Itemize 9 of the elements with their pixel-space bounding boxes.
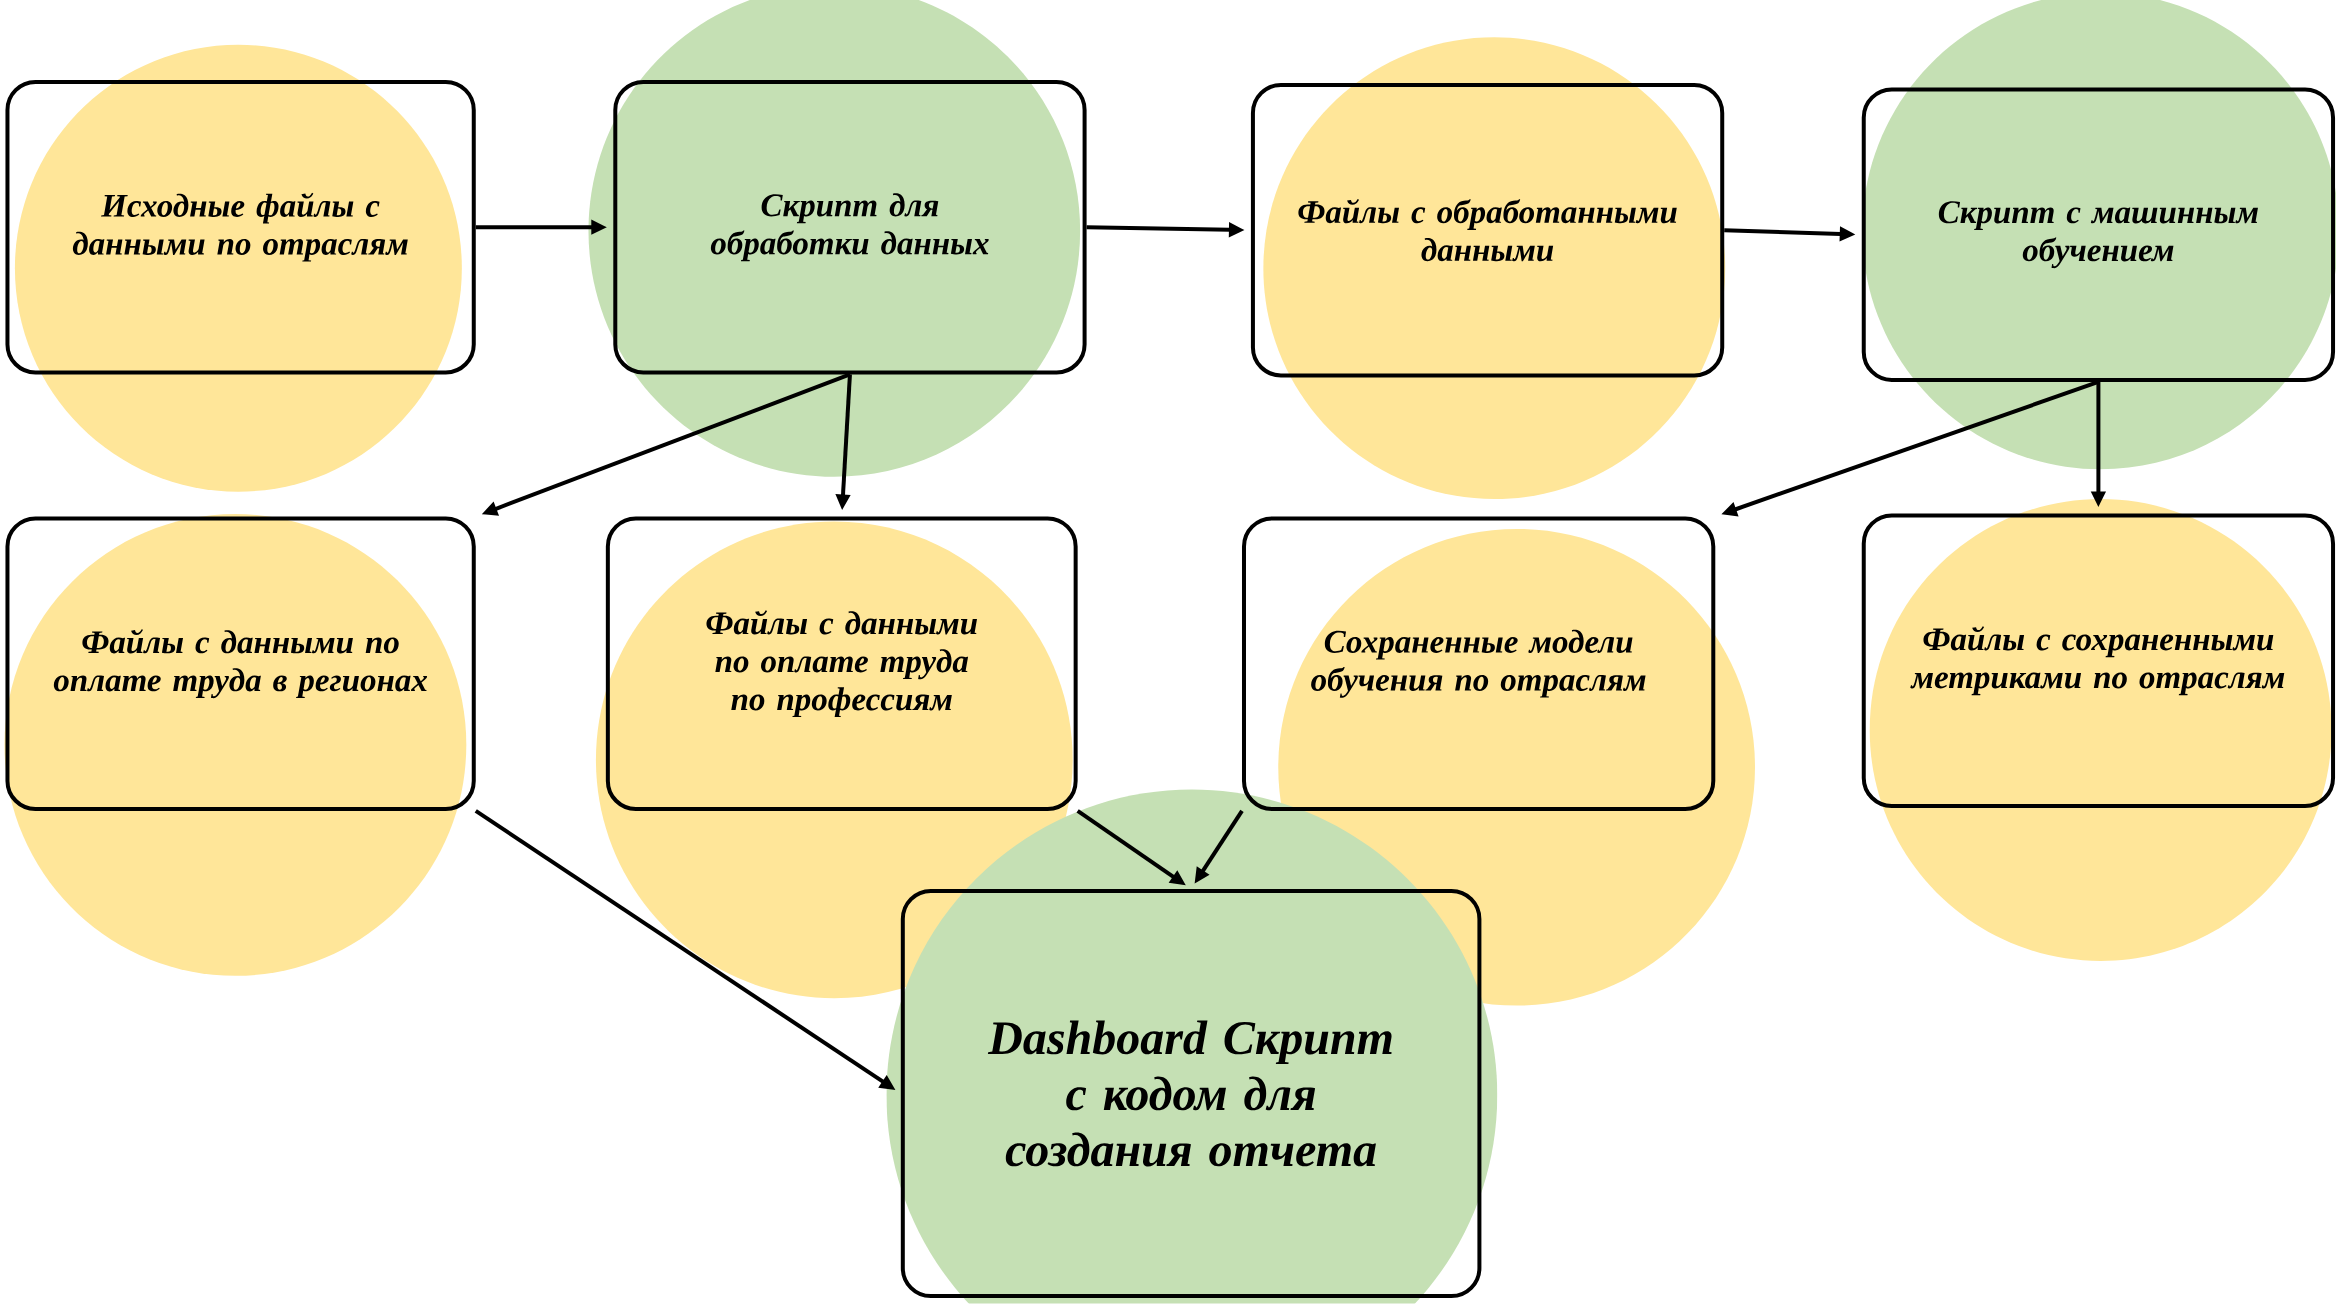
process-box: Сохраненные модели обучения по отраслям (1242, 516, 1716, 812)
process-box: Скрипт с машинным обучением (1861, 87, 2336, 383)
process-box: Исходные файлы с данными по отраслям (5, 80, 476, 375)
process-box: Файлы с данными по оплате труда по профессиям (605, 516, 1078, 812)
process-box: Файлы с данными по оплате труда в регионах (5, 516, 476, 812)
process-box: Файлы с обработанными данными (1250, 83, 1725, 378)
process-box: Файлы с сохраненными метриками по отраслям (1861, 513, 2336, 809)
process-box: Скрипт для обработки данных (613, 80, 1087, 375)
process-box: Dashboard Скрипт с кодом для создания отчета (900, 889, 1482, 1299)
